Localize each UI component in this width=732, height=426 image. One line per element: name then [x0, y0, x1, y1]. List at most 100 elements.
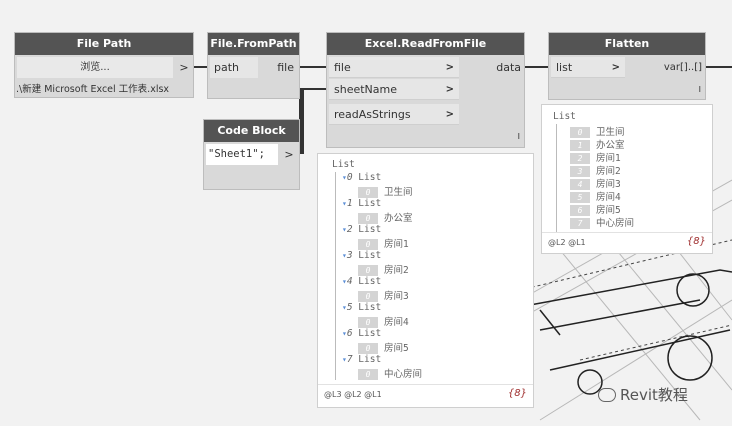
port-arrow: > — [445, 109, 454, 120]
list-item: 0 房间2 — [358, 262, 409, 276]
wire-filepath-to-frompath — [193, 66, 208, 68]
preview-root-label: List — [332, 159, 355, 170]
item-index: 0 — [346, 172, 353, 183]
item-index: 5 — [346, 302, 353, 313]
list-item: ▾6 List — [342, 328, 381, 339]
item-index: 2 — [570, 153, 590, 164]
node-title: Flatten — [549, 33, 705, 55]
watermark-text: Revit教程 — [620, 386, 688, 404]
expand-icon[interactable]: ▾ — [342, 225, 347, 234]
item-value: 房间3 — [596, 179, 621, 190]
wechat-icon — [598, 388, 616, 402]
item-index: 0 — [570, 127, 590, 138]
input-port-readasstrings[interactable]: readAsStrings > — [329, 104, 459, 125]
item-index: 0 — [358, 369, 378, 380]
item-index: 4 — [346, 276, 353, 287]
list-item: 7 中心房间 — [570, 215, 634, 229]
input-port-list[interactable]: list > — [551, 57, 625, 78]
wire-codeblock-v — [302, 88, 304, 154]
item-index: 6 — [570, 205, 590, 216]
expand-icon[interactable]: ▾ — [342, 251, 347, 260]
output-port[interactable]: > — [179, 61, 189, 74]
excel-read-node[interactable]: Excel.ReadFromFile file> sheetName> read… — [326, 32, 525, 148]
port-arrow: > — [611, 62, 620, 73]
port-label: list — [556, 61, 573, 74]
port-arrow: > — [445, 62, 454, 73]
list-item: ▾5 List — [342, 302, 381, 313]
item-index: 4 — [570, 179, 590, 190]
item-index: 3 — [346, 250, 353, 261]
code-editor[interactable]: "Sheet1"; — [206, 144, 278, 165]
lacing-indicator[interactable]: I — [698, 85, 701, 94]
expand-icon[interactable]: ▾ — [342, 199, 347, 208]
lacing-indicator[interactable]: I — [517, 132, 520, 141]
item-value: 卫生间 — [384, 187, 413, 198]
item-value: 办公室 — [596, 140, 625, 151]
item-index: 6 — [346, 328, 353, 339]
expand-icon[interactable]: ▾ — [342, 329, 347, 338]
item-label: List — [358, 328, 382, 339]
item-index: 7 — [570, 218, 590, 229]
port-label: readAsStrings — [334, 108, 411, 121]
expand-icon[interactable]: ▾ — [342, 355, 347, 364]
item-value: 中心房间 — [384, 369, 423, 380]
tree-line — [335, 172, 336, 380]
expand-icon[interactable]: ▾ — [342, 277, 347, 286]
item-value: 房间3 — [384, 291, 409, 302]
file-path-node[interactable]: File Path 浏览... > .\新建 Microsoft Excel 工… — [14, 32, 194, 98]
output-port[interactable]: > — [284, 148, 294, 161]
item-value: 中心房间 — [596, 218, 635, 229]
list-levels[interactable]: @L2 @L1 — [548, 238, 586, 247]
port-arrow: > — [445, 84, 454, 95]
item-label: List — [358, 276, 382, 287]
item-index: 0 — [358, 213, 378, 224]
file-from-path-node[interactable]: File.FromPath path file — [207, 32, 300, 99]
input-port-file[interactable]: file > — [329, 57, 459, 78]
list-item: 0 中心房间 — [358, 366, 422, 380]
list-item: ▾4 List — [342, 276, 381, 287]
item-index: 0 — [358, 265, 378, 276]
port-label: file — [334, 61, 351, 74]
item-index: 0 — [358, 317, 378, 328]
flatten-node[interactable]: Flatten list > var[]..[] I — [548, 32, 706, 100]
list-item: ▾3 List — [342, 250, 381, 261]
item-label: List — [358, 198, 382, 209]
expand-icon[interactable]: ▾ — [342, 173, 347, 182]
list-item: ▾1 List — [342, 198, 381, 209]
output-port-var[interactable]: var[]..[] — [663, 62, 702, 73]
node-title: File.FromPath — [208, 33, 299, 55]
input-port-sheetname[interactable]: sheetName> — [329, 79, 459, 100]
expand-icon[interactable]: ▾ — [342, 303, 347, 312]
browse-button[interactable]: 浏览... — [17, 57, 173, 78]
item-label: List — [358, 354, 382, 365]
item-label: List — [358, 172, 382, 183]
input-port-path[interactable]: path — [210, 57, 258, 78]
code-block-node[interactable]: Code Block "Sheet1"; > — [203, 119, 300, 190]
node-title: Code Block — [204, 120, 299, 142]
item-count: {8} — [686, 236, 706, 247]
wire-flatten-out — [705, 66, 732, 68]
item-index: 7 — [346, 354, 353, 365]
list-levels[interactable]: @L3 @L2 @L1 — [324, 390, 382, 399]
item-value: 房间5 — [384, 343, 409, 354]
item-value: 房间2 — [384, 265, 409, 276]
list-item: ▾0 List — [342, 172, 381, 183]
output-port-data[interactable]: data — [496, 61, 521, 74]
wire-frompath-to-excel — [299, 66, 327, 68]
item-count: {8} — [507, 388, 527, 399]
item-label: List — [358, 224, 382, 235]
item-index: 1 — [346, 198, 353, 209]
output-port-file[interactable]: file — [277, 61, 294, 74]
preview-footer: @L2 @L1 {8} — [542, 232, 712, 253]
wire-codeblock-h — [299, 152, 304, 154]
